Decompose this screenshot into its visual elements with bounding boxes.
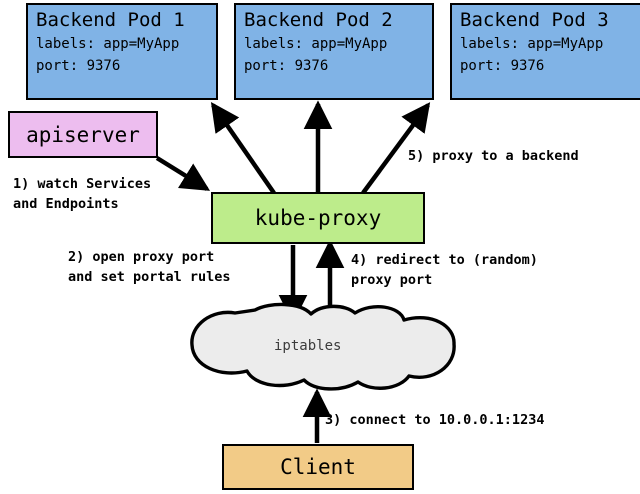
- kubeproxy-label: kube-proxy: [254, 206, 382, 230]
- step-4-line-2: proxy port: [351, 272, 433, 288]
- kubeproxy-node[interactable]: kube-proxy: [211, 192, 425, 244]
- client-label: Client: [280, 455, 356, 479]
- step-2-line-2: and set portal rules: [68, 269, 231, 285]
- arrow-kubeproxy-to-pod-3: [361, 102, 431, 195]
- step-2-label: 2) open proxy port and set portal rules: [68, 247, 231, 287]
- pod-labels: labels: app=MyApp: [36, 36, 180, 52]
- step-3-line-1: 3) connect to 10.0.0.1:1234: [325, 412, 545, 428]
- backend-pod-1[interactable]: Backend Pod 1 labels: app=MyApp port: 93…: [26, 3, 218, 100]
- step-2-line-1: 2) open proxy port: [68, 249, 215, 265]
- step-4-label: 4) redirect to (random) proxy port: [351, 250, 538, 290]
- apiserver-node[interactable]: apiserver: [8, 111, 158, 158]
- pod-port: port: 9376: [36, 58, 121, 74]
- pod-labels: labels: app=MyApp: [244, 36, 388, 52]
- arrow-kubeproxy-to-pod-1: [210, 102, 276, 195]
- pod-title: Backend Pod 3: [460, 9, 609, 31]
- arrow-apiserver-to-kubeproxy: [155, 156, 211, 191]
- pod-title: Backend Pod 1: [36, 9, 185, 31]
- step-3-label: 3) connect to 10.0.0.1:1234: [325, 410, 544, 430]
- client-node[interactable]: Client: [222, 444, 414, 490]
- step-1-line-2: and Endpoints: [13, 196, 119, 212]
- pod-labels: labels: app=MyApp: [460, 36, 604, 52]
- pod-title: Backend Pod 2: [244, 9, 393, 31]
- step-5-line-1: 5) proxy to a backend: [408, 148, 579, 164]
- step-4-line-1: 4) redirect to (random): [351, 252, 538, 268]
- step-5-label: 5) proxy to a backend: [408, 146, 579, 166]
- apiserver-label: apiserver: [26, 122, 140, 147]
- iptables-label: iptables: [274, 338, 342, 354]
- backend-pod-2[interactable]: Backend Pod 2 labels: app=MyApp port: 93…: [234, 3, 434, 100]
- backend-pod-3[interactable]: Backend Pod 3 labels: app=MyApp port: 93…: [450, 3, 640, 100]
- step-1-label: 1) watch Services and Endpoints: [13, 174, 151, 214]
- pod-port: port: 9376: [460, 58, 545, 74]
- pod-port: port: 9376: [244, 58, 329, 74]
- step-1-line-1: 1) watch Services: [13, 176, 152, 192]
